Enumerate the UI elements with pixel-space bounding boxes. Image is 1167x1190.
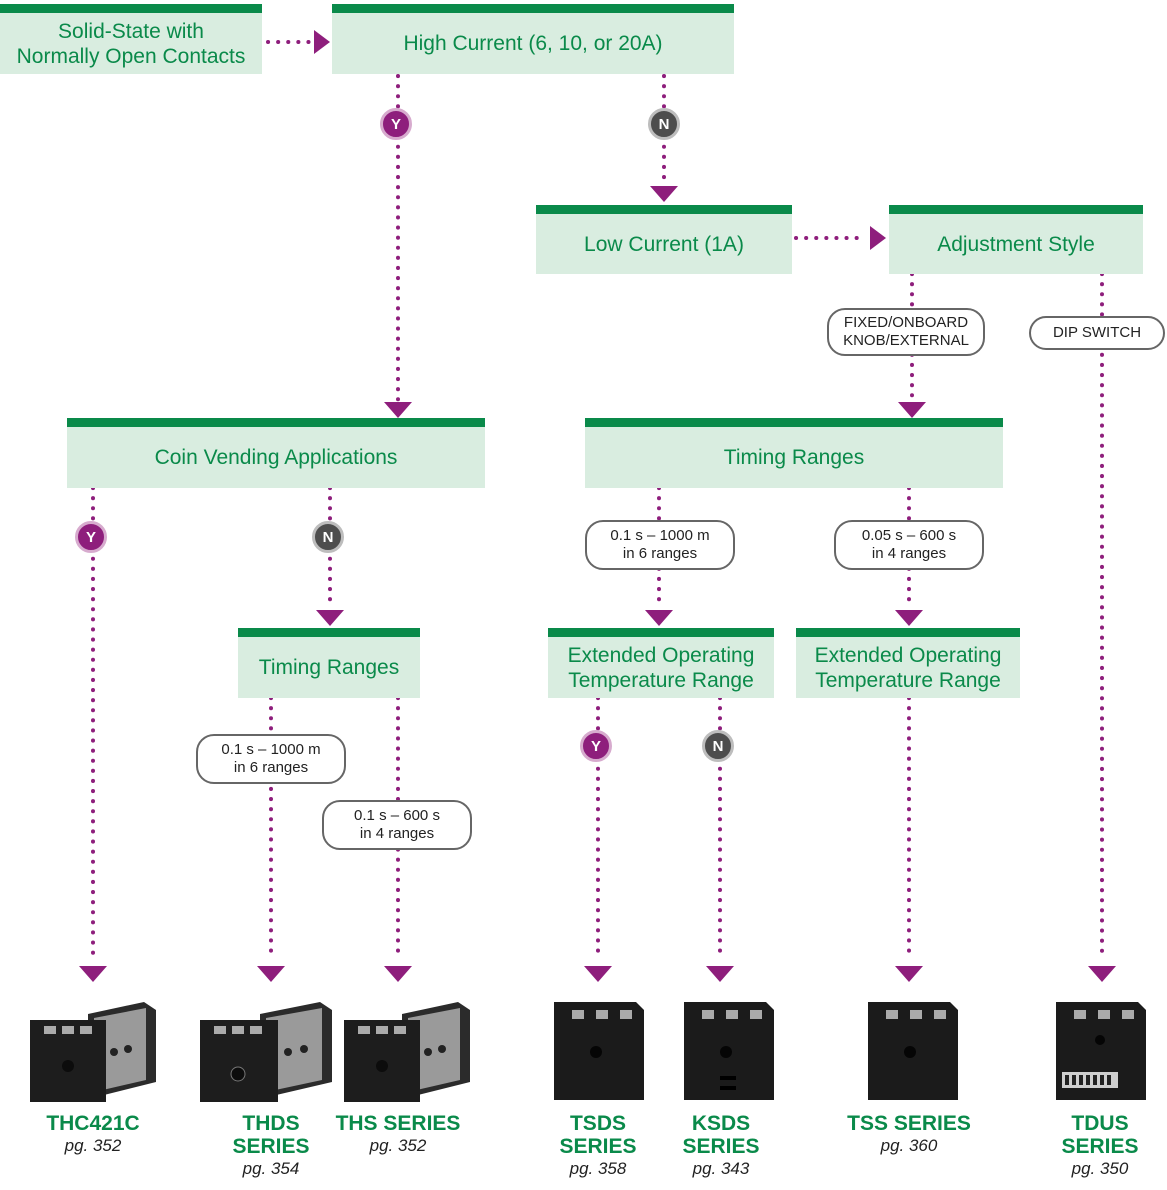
low-current-box: Low Current (1A) bbox=[536, 205, 792, 274]
product-photo-thc421c bbox=[30, 1002, 156, 1102]
solid-state-box: Solid-State with Normally Open Contacts bbox=[0, 4, 262, 74]
coin-vending-box: Coin Vending Applications bbox=[67, 418, 485, 488]
product-photo-tss bbox=[868, 1002, 958, 1100]
box-label: Timing Ranges bbox=[723, 446, 865, 469]
timing-ranges-left-box: Timing Ranges bbox=[238, 628, 420, 698]
arrowhead bbox=[706, 966, 734, 982]
dip-switch-pill: DIP SWITCH bbox=[1029, 316, 1165, 350]
box-label: Timing Ranges bbox=[258, 656, 400, 679]
product-page: pg. 352 bbox=[369, 1136, 427, 1155]
range-pill-left-2: 0.1 s – 600 s in 4 ranges bbox=[322, 800, 472, 850]
arrowhead bbox=[645, 610, 673, 626]
product-ksds-series[interactable]: KSDS SERIES pg. 343 bbox=[654, 1112, 788, 1179]
arrowhead bbox=[316, 610, 344, 626]
timing-ranges-right-box: Timing Ranges bbox=[585, 418, 1003, 488]
box-label: Adjustment Style bbox=[937, 232, 1095, 256]
pill-label: 0.1 s – 1000 m bbox=[610, 527, 710, 544]
arrowhead bbox=[584, 966, 612, 982]
arrowhead bbox=[1088, 966, 1116, 982]
high-current-box: High Current (6, 10, or 20A) bbox=[332, 4, 734, 74]
product-page: pg. 354 bbox=[242, 1159, 300, 1178]
extended-temp-box-1: Extended Operating Temperature Range bbox=[548, 628, 774, 698]
arrowhead bbox=[895, 966, 923, 982]
product-photo-tsds bbox=[554, 1002, 644, 1100]
product-name: TSDS SERIES bbox=[559, 1112, 637, 1158]
yes-badge: Y bbox=[75, 521, 107, 553]
product-name: THDS SERIES bbox=[232, 1112, 310, 1158]
extended-temp-box-2: Extended Operating Temperature Range bbox=[796, 628, 1020, 698]
pill-label: 0.1 s – 1000 m bbox=[221, 741, 321, 758]
arrowhead bbox=[895, 610, 923, 626]
product-page: pg. 343 bbox=[692, 1159, 750, 1178]
product-ths-series[interactable]: THS SERIES pg. 352 bbox=[331, 1112, 465, 1156]
product-name: TSS SERIES bbox=[847, 1112, 971, 1135]
box-label: Extended Operating bbox=[814, 643, 1002, 667]
yes-badge: Y bbox=[380, 108, 412, 140]
product-page: pg. 352 bbox=[64, 1136, 122, 1155]
no-badge: N bbox=[702, 730, 734, 762]
product-thds-series[interactable]: THDS SERIES pg. 354 bbox=[204, 1112, 338, 1179]
box-label: Extended Operating bbox=[567, 643, 755, 667]
no-badge: N bbox=[648, 108, 680, 140]
product-tdus-series[interactable]: TDUS SERIES pg. 350 bbox=[1033, 1112, 1167, 1179]
pill-label: DIP SWITCH bbox=[1052, 324, 1142, 341]
pill-label: in 4 ranges bbox=[871, 545, 947, 562]
arrowhead bbox=[257, 966, 285, 982]
range-pill-right-1: 0.1 s – 1000 m in 6 ranges bbox=[585, 520, 735, 570]
box-label: Solid-State with bbox=[58, 19, 204, 43]
arrowhead bbox=[384, 966, 412, 982]
arrowhead bbox=[898, 402, 926, 418]
product-page: pg. 358 bbox=[569, 1159, 627, 1178]
product-photo-ksds bbox=[684, 1002, 774, 1100]
arrowhead bbox=[870, 226, 886, 250]
adjustment-style-box: Adjustment Style bbox=[889, 205, 1143, 274]
product-name: TDUS SERIES bbox=[1061, 1112, 1139, 1158]
range-pill-right-2: 0.05 s – 600 s in 4 ranges bbox=[834, 520, 984, 570]
pill-label: 0.05 s – 600 s bbox=[861, 527, 957, 544]
pill-label: KNOB/EXTERNAL bbox=[843, 332, 969, 349]
no-badge: N bbox=[312, 521, 344, 553]
pill-label: in 6 ranges bbox=[233, 759, 309, 776]
pill-label: FIXED/ONBOARD bbox=[843, 314, 969, 331]
pill-label: in 6 ranges bbox=[622, 545, 698, 562]
arrowhead bbox=[650, 186, 678, 202]
product-name: THS SERIES bbox=[335, 1112, 461, 1135]
box-label: Low Current (1A) bbox=[584, 232, 744, 256]
product-name: KSDS SERIES bbox=[682, 1112, 760, 1158]
product-photo-thds bbox=[200, 1002, 332, 1102]
box-label: Normally Open Contacts bbox=[16, 44, 246, 68]
range-pill-left-1: 0.1 s – 1000 m in 6 ranges bbox=[196, 734, 346, 784]
product-name: THC421C bbox=[46, 1112, 140, 1135]
fixed-onboard-pill: FIXED/ONBOARD KNOB/EXTERNAL bbox=[827, 308, 985, 356]
box-label: Temperature Range bbox=[568, 668, 754, 692]
product-tsds-series[interactable]: TSDS SERIES pg. 358 bbox=[531, 1112, 665, 1179]
product-page: pg. 350 bbox=[1071, 1159, 1129, 1178]
arrowhead bbox=[79, 966, 107, 982]
box-label: Coin Vending Applications bbox=[154, 446, 398, 469]
product-tss-series[interactable]: TSS SERIES pg. 360 bbox=[842, 1112, 976, 1156]
box-label: Temperature Range bbox=[815, 668, 1001, 692]
arrowhead bbox=[314, 30, 330, 54]
pill-label: in 4 ranges bbox=[359, 825, 435, 842]
arrowhead bbox=[384, 402, 412, 418]
product-thc421c[interactable]: THC421C pg. 352 bbox=[23, 1112, 163, 1156]
pill-label: 0.1 s – 600 s bbox=[354, 807, 440, 824]
product-photo-tdus bbox=[1056, 1002, 1146, 1100]
product-page: pg. 360 bbox=[880, 1136, 938, 1155]
yes-badge: Y bbox=[580, 730, 612, 762]
box-label: High Current (6, 10, or 20A) bbox=[403, 32, 663, 55]
product-photo-ths bbox=[344, 1002, 470, 1102]
